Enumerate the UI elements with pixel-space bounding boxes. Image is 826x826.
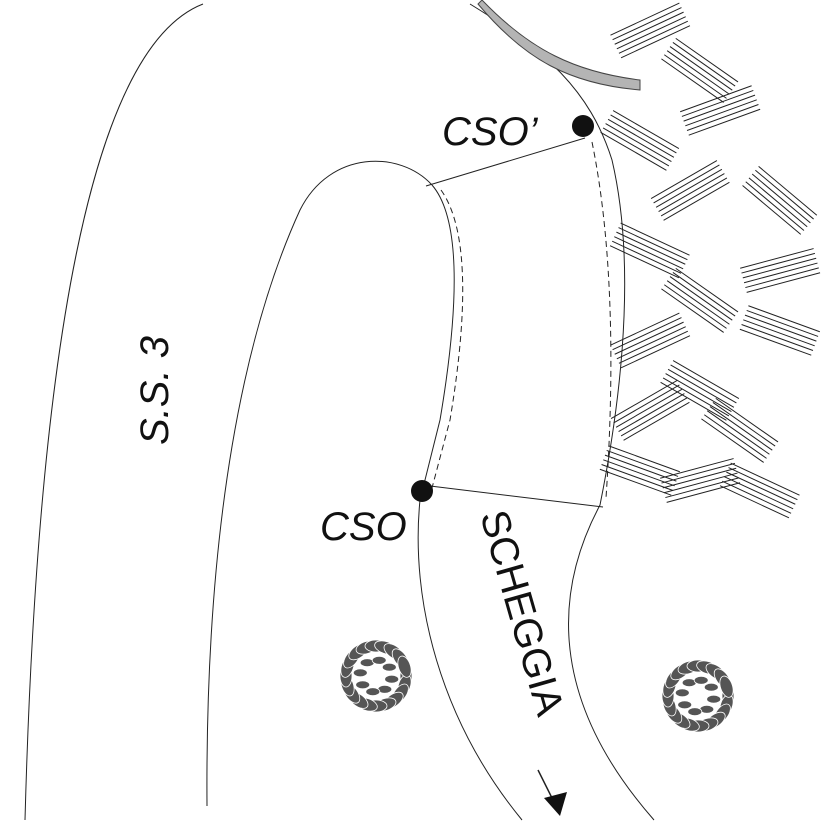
label-point-end: CSO’	[442, 110, 539, 154]
road-edge-outer-right	[469, 3, 655, 821]
hatch-cluster	[610, 2, 691, 59]
hatch-cluster	[600, 110, 680, 171]
hatch-cluster	[610, 380, 690, 441]
hatch-cluster	[661, 267, 739, 333]
hatch-cluster	[660, 458, 741, 503]
road-edge-inner-right	[417, 184, 523, 821]
hatch-cluster	[650, 160, 730, 221]
lane-line-right	[591, 141, 612, 499]
tree-icon	[661, 659, 735, 733]
segment-boundary-bottom	[421, 484, 604, 508]
hatch-cluster	[740, 248, 821, 293]
hatch-cluster	[610, 312, 691, 369]
hatch-cluster	[661, 37, 739, 103]
tree-icon	[339, 639, 413, 713]
guardrail	[477, 0, 641, 91]
direction-arrow-shaft	[537, 769, 554, 801]
hatch-cluster	[680, 85, 761, 136]
road-edge-outer-left	[24, 3, 204, 821]
hatch-cluster	[701, 397, 779, 463]
hatch-cluster	[599, 445, 680, 496]
hatch-cluster	[739, 305, 820, 356]
lane-line-left	[431, 189, 464, 489]
hatch-cluster	[742, 165, 818, 235]
survey-point-icon	[572, 115, 594, 137]
hatch-cluster	[660, 360, 740, 421]
label-direction: SCHEGGIA	[471, 505, 572, 720]
arrow-head-icon	[544, 792, 567, 816]
segment-boundary-top	[425, 137, 586, 187]
survey-point-icon	[411, 480, 433, 502]
hatch-cluster	[719, 462, 800, 519]
label-point-start: CSO	[320, 505, 407, 549]
vegetation-hatching	[599, 2, 821, 519]
road-edge-inner-left	[206, 160, 433, 807]
label-road-name: S.S. 3	[133, 336, 177, 445]
hatch-cluster	[609, 222, 690, 279]
